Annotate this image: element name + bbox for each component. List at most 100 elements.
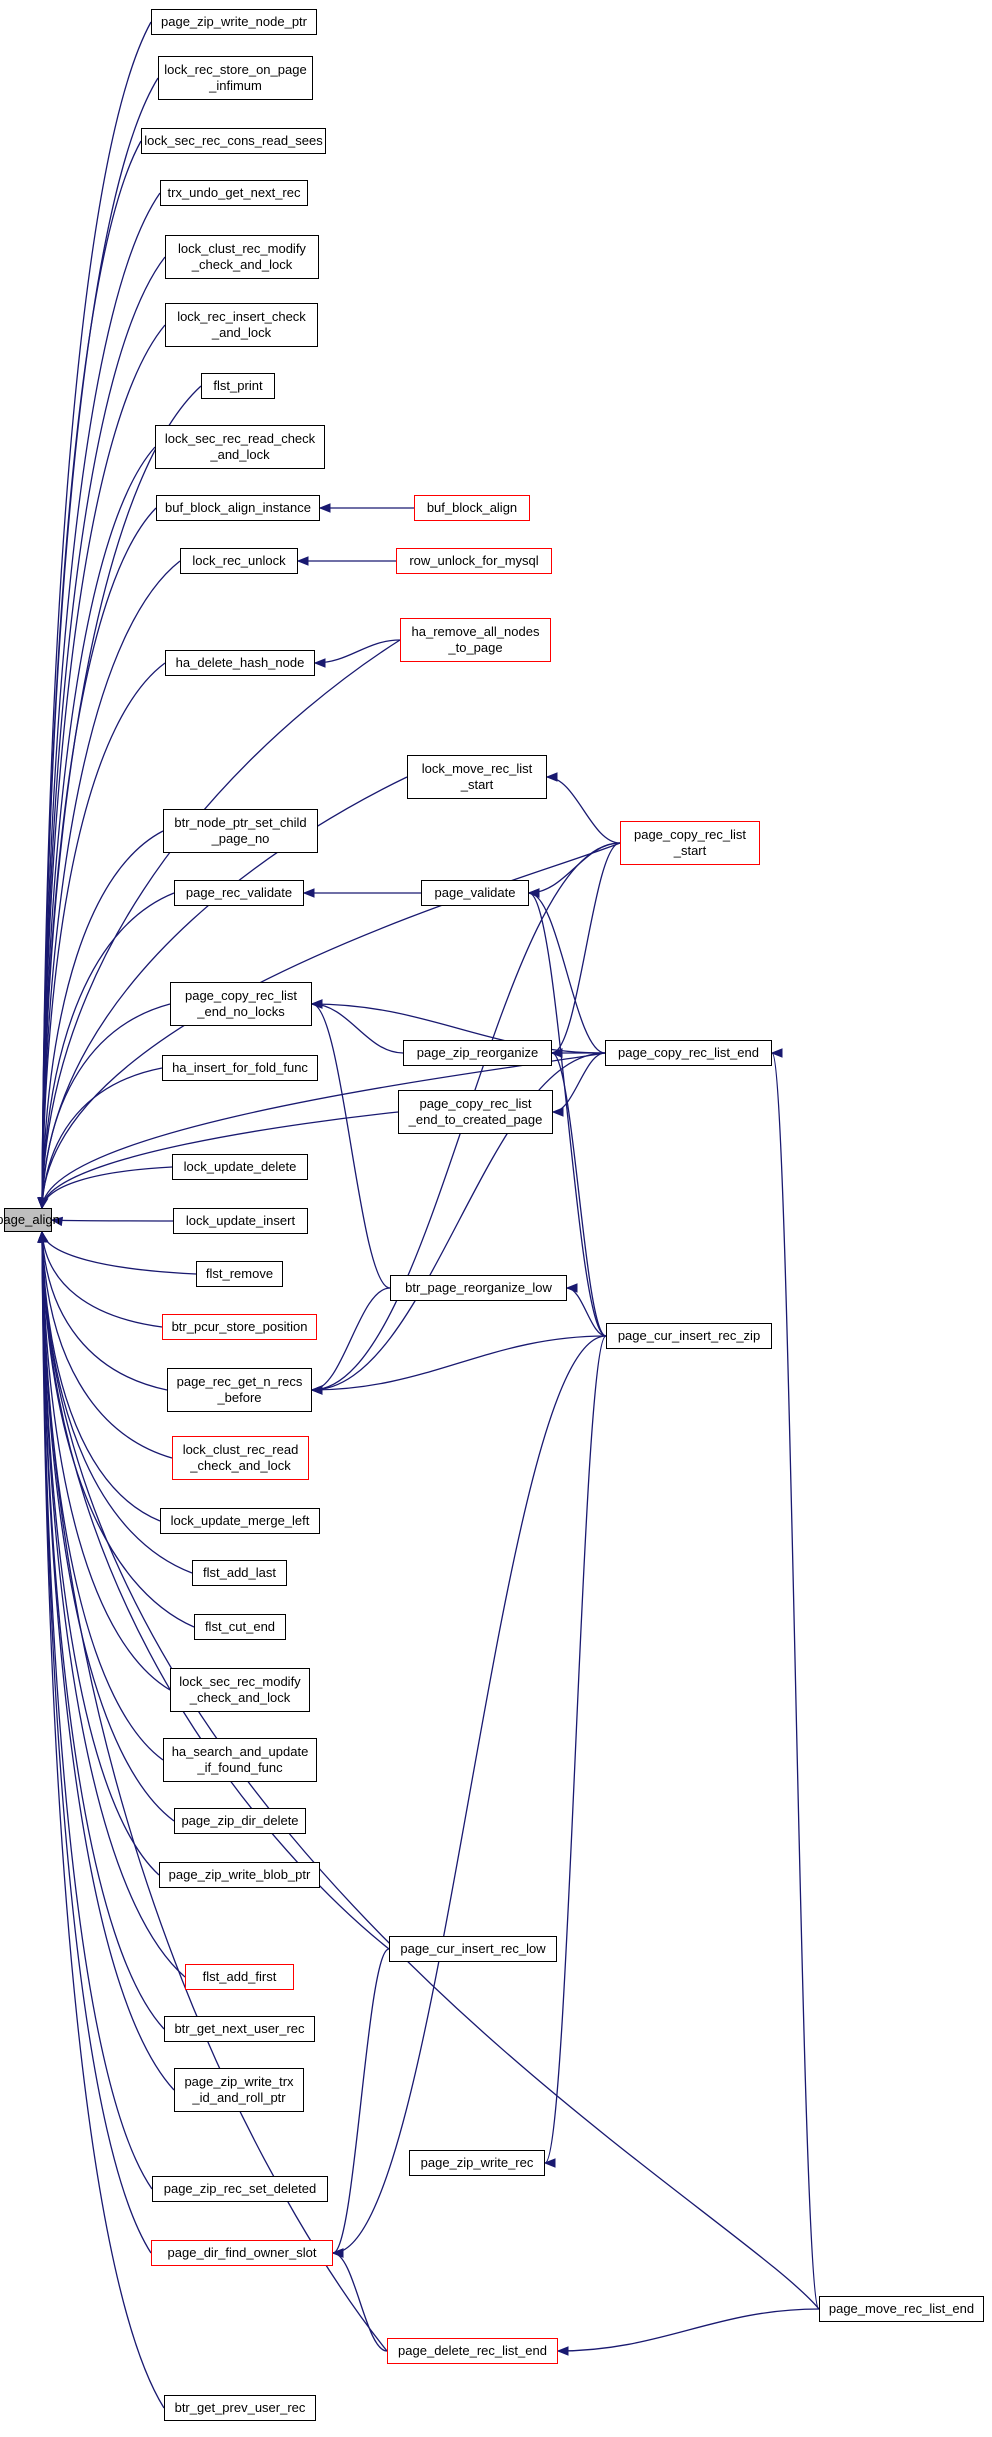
node-flst-add-last: flst_add_last — [192, 1560, 287, 1586]
edge-page-delete-rec-list-end-to-page-dir-find-owner-slot — [332, 2252, 388, 2352]
edge-lock-update-delete-to-page-align — [41, 1166, 173, 1209]
node-label: page_zip_write_node_ptr — [161, 14, 307, 29]
node-label: buf_block_align_instance — [165, 500, 311, 515]
node-label: lock_sec_rec_cons_read_sees — [144, 133, 323, 148]
edge-flst-add-first-to-page-align — [41, 1231, 186, 1978]
node-label: page_zip_write_rec — [420, 2155, 534, 2170]
node-label: lock_rec_store_on_page _infimum — [164, 62, 307, 93]
node-label: ha_delete_hash_node — [175, 655, 305, 670]
edge-ha-insert-for-fold-func-to-page-align — [41, 1067, 163, 1209]
node-buf-block-align[interactable]: buf_block_align — [414, 495, 530, 521]
edge-btr-get-next-user-rec-to-page-align — [41, 1231, 165, 2030]
node-page-zip-write-node-ptr: page_zip_write_node_ptr — [151, 9, 317, 35]
node-label: lock_update_insert — [185, 1213, 296, 1228]
edge-arrowhead — [545, 772, 558, 782]
edge-page-move-rec-list-end-to-page-align — [41, 1231, 820, 2310]
node-label: page_zip_write_trx _id_and_roll_ptr — [184, 2074, 294, 2105]
edge-page-copy-rec-list-end-to-page-copy-rec-list-end-to-created-page — [552, 1052, 606, 1113]
node-page-zip-rec-set-deleted: page_zip_rec_set_deleted — [152, 2176, 328, 2202]
node-page-copy-rec-list-end-to-created-page: page_copy_rec_list _end_to_created_page — [398, 1090, 553, 1134]
node-lock-update-merge-left: lock_update_merge_left — [160, 1508, 320, 1534]
node-label: flst_print — [213, 378, 263, 393]
node-btr-get-prev-user-rec: btr_get_prev_user_rec — [164, 2395, 316, 2421]
edge-page-cur-insert-rec-zip-to-page-rec-get-n-recs-before — [311, 1335, 607, 1391]
node-label: btr_page_reorganize_low — [405, 1280, 552, 1295]
node-page-zip-write-rec: page_zip_write_rec — [409, 2150, 545, 2176]
node-page-copy-rec-list-start[interactable]: page_copy_rec_list _start — [620, 821, 760, 865]
edge-arrowhead — [556, 2346, 569, 2356]
node-lock-rec-insert-check-and-lock: lock_rec_insert_check _and_lock — [165, 303, 318, 347]
edge-lock-rec-unlock-to-page-align — [41, 560, 181, 1209]
edge-arrowhead — [302, 888, 315, 898]
edge-page-zip-write-blob-ptr-to-page-align — [41, 1231, 160, 1876]
edge-arrowhead — [50, 1216, 64, 1227]
edge-arrowhead — [310, 999, 323, 1009]
edge-page-cur-insert-rec-zip-to-page-zip-reorganize — [551, 1052, 607, 1337]
edge-ha-remove-all-nodes-to-page-to-ha-delete-hash-node — [314, 639, 401, 664]
node-label: lock_clust_rec_modify _check_and_lock — [178, 241, 306, 272]
edge-ha-remove-all-nodes-to-page-to-page-align — [41, 639, 401, 1209]
node-label: page_zip_dir_delete — [181, 1813, 299, 1828]
edge-lock-rec-insert-check-and-lock-to-page-align — [41, 324, 166, 1209]
edge-page-zip-rec-set-deleted-to-page-align — [41, 1231, 153, 2190]
node-label: btr_get_next_user_rec — [174, 2021, 305, 2036]
node-label: page_align — [0, 1212, 60, 1227]
node-flst-remove: flst_remove — [196, 1261, 283, 1287]
node-flst-print: flst_print — [201, 373, 275, 399]
node-label: lock_sec_rec_read_check _and_lock — [164, 431, 316, 462]
node-page-zip-write-blob-ptr: page_zip_write_blob_ptr — [159, 1862, 320, 1888]
node-btr-pcur-store-position[interactable]: btr_pcur_store_position — [162, 1314, 317, 1340]
node-label: flst_remove — [205, 1266, 274, 1281]
node-label: page_move_rec_list_end — [828, 2301, 975, 2316]
edge-arrowhead — [318, 503, 331, 513]
node-label: ha_remove_all_nodes _to_page — [411, 624, 540, 655]
edge-page-copy-rec-list-end-no-locks-to-page-align — [41, 1003, 171, 1209]
node-ha-delete-hash-node: ha_delete_hash_node — [165, 650, 315, 676]
node-flst-add-first[interactable]: flst_add_first — [185, 1964, 294, 1990]
edge-page-copy-rec-list-start-to-page-zip-reorganize — [551, 842, 621, 1054]
edge-page-copy-rec-list-start-to-lock-move-rec-list-start — [546, 776, 621, 844]
edge-arrowhead — [313, 658, 326, 668]
edge-arrowhead — [550, 1048, 563, 1058]
node-btr-page-reorganize-low: btr_page_reorganize_low — [390, 1275, 567, 1301]
node-page-delete-rec-list-end[interactable]: page_delete_rec_list_end — [387, 2338, 558, 2364]
node-page-validate: page_validate — [421, 880, 529, 906]
edge-arrowhead — [37, 1230, 47, 1243]
node-ha-insert-for-fold-func: ha_insert_for_fold_func — [162, 1055, 318, 1081]
node-ha-remove-all-nodes-to-page[interactable]: ha_remove_all_nodes _to_page — [400, 618, 551, 662]
node-page-dir-find-owner-slot[interactable]: page_dir_find_owner_slot — [151, 2240, 333, 2266]
node-lock-clust-rec-read-check-and-lock[interactable]: lock_clust_rec_read _check_and_lock — [172, 1436, 309, 1480]
node-row-unlock-for-mysql[interactable]: row_unlock_for_mysql — [396, 548, 552, 574]
edge-lock-update-insert-to-page-align — [51, 1219, 174, 1222]
edge-page-delete-rec-list-end-to-page-align — [41, 1231, 388, 2352]
edge-page-cur-insert-rec-zip-to-page-dir-find-owner-slot — [332, 1335, 607, 2254]
edge-arrowhead — [551, 1107, 564, 1117]
edge-btr-get-prev-user-rec-to-page-align — [41, 1231, 165, 2409]
edge-lock-sec-rec-cons-read-sees-to-page-align — [41, 140, 142, 1209]
edge-btr-page-reorganize-low-to-page-rec-get-n-recs-before — [311, 1287, 391, 1391]
edge-page-zip-dir-delete-to-page-align — [41, 1231, 175, 1822]
edge-page-cur-insert-rec-zip-to-page-zip-write-rec — [544, 1335, 607, 2164]
edge-btr-page-reorganize-low-to-page-copy-rec-list-end-no-locks — [311, 1003, 391, 1289]
node-btr-node-ptr-set-child-page-no: btr_node_ptr_set_child _page_no — [163, 809, 318, 853]
edge-arrowhead — [296, 556, 309, 566]
node-label: row_unlock_for_mysql — [409, 553, 539, 568]
node-label: page_copy_rec_list _start — [633, 827, 747, 858]
node-label: lock_sec_rec_modify _check_and_lock — [179, 1674, 301, 1705]
node-label: page_copy_rec_list _end_no_locks — [184, 988, 298, 1019]
node-lock-sec-rec-cons-read-sees: lock_sec_rec_cons_read_sees — [141, 128, 326, 154]
node-label: page_zip_reorganize — [416, 1045, 539, 1060]
node-page-rec-get-n-recs-before: page_rec_get_n_recs _before — [167, 1368, 312, 1412]
node-lock-update-insert: lock_update_insert — [173, 1208, 308, 1234]
node-label: lock_clust_rec_read _check_and_lock — [182, 1442, 299, 1473]
node-page-move-rec-list-end: page_move_rec_list_end — [819, 2296, 984, 2322]
node-trx-undo-get-next-rec: trx_undo_get_next_rec — [160, 180, 308, 206]
node-page-copy-rec-list-end-no-locks: page_copy_rec_list _end_no_locks — [170, 982, 312, 1026]
node-label: page_zip_rec_set_deleted — [163, 2181, 317, 2196]
node-label: page_zip_write_blob_ptr — [168, 1867, 311, 1882]
node-label: buf_block_align — [426, 500, 518, 515]
node-page-zip-write-trx-id-and-roll-ptr: page_zip_write_trx _id_and_roll_ptr — [174, 2068, 304, 2112]
node-lock-sec-rec-read-check-and-lock: lock_sec_rec_read_check _and_lock — [155, 425, 325, 469]
